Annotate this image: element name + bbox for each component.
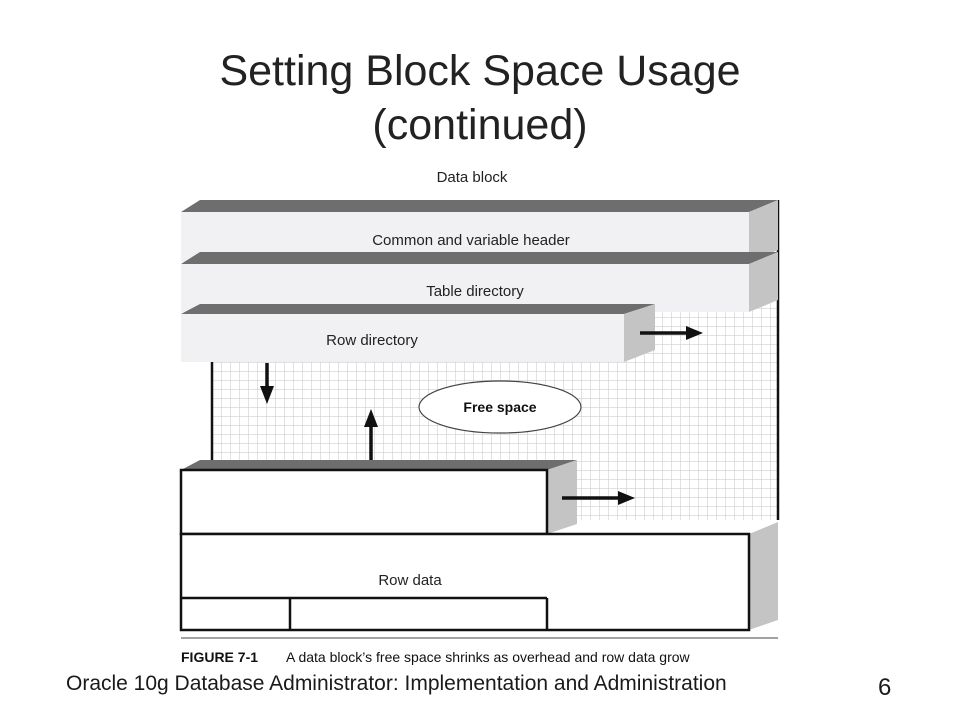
row-directory-label: Row directory bbox=[326, 332, 418, 349]
free-space-label: Free space bbox=[463, 399, 536, 415]
slide-footer: Oracle 10g Database Administrator: Imple… bbox=[66, 672, 727, 695]
header-label: Common and variable header bbox=[372, 232, 570, 249]
slide-title-line-2: (continued) bbox=[372, 101, 588, 149]
free-space-ellipse: Free space bbox=[418, 380, 582, 434]
row-data-growth-arrow bbox=[562, 491, 635, 505]
slide-title-line-1: Setting Block Space Usage bbox=[219, 47, 741, 95]
figure-caption-text: A data block’s free space shrinks as ove… bbox=[286, 649, 691, 665]
table-directory-bar: Table directory bbox=[181, 252, 778, 312]
row-directory-growth-arrow bbox=[640, 326, 703, 340]
row-directory-bar: Row directory bbox=[181, 304, 655, 362]
figure-caption: FIGURE 7-1 A data block’s free space shr… bbox=[181, 637, 778, 665]
figure-caption-prefix: FIGURE 7-1 bbox=[181, 649, 258, 665]
row-data-up-arrow bbox=[364, 409, 378, 465]
slide-title: Setting Block Space Usage (continued) bbox=[0, 44, 960, 152]
table-directory-label: Table directory bbox=[426, 283, 524, 300]
data-block-label: Data block bbox=[437, 169, 508, 186]
row-directory-down-arrow bbox=[260, 363, 274, 404]
row-data-label: Row data bbox=[378, 572, 442, 589]
page-number: 6 bbox=[878, 674, 892, 701]
row-data-upper-box bbox=[179, 460, 577, 536]
row-data-box: Row data bbox=[179, 522, 778, 632]
